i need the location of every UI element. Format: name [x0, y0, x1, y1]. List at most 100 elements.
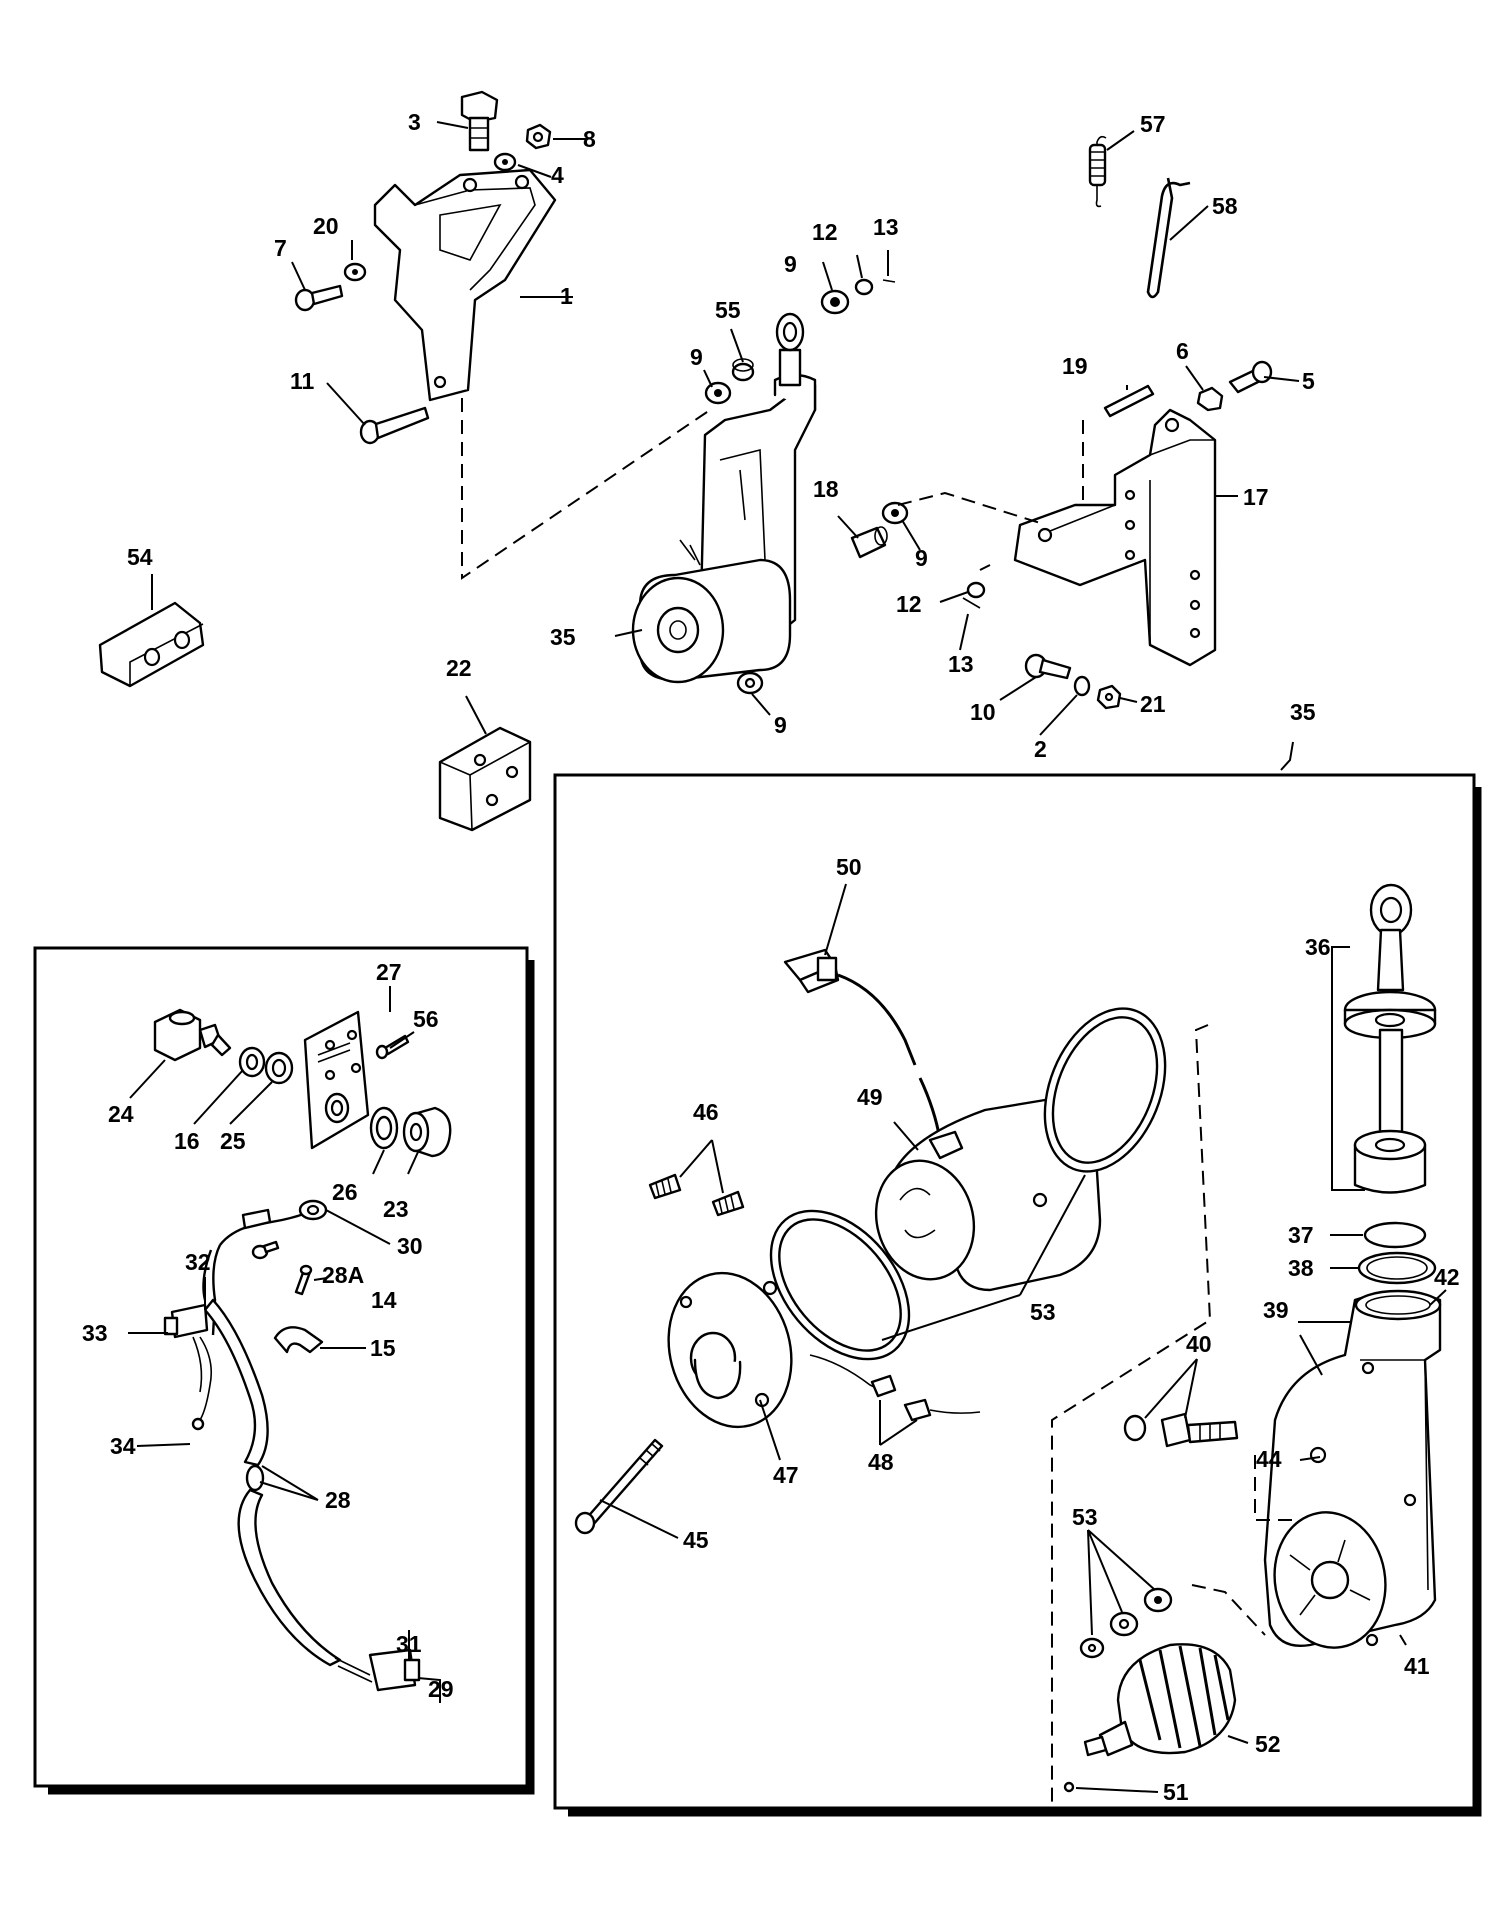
label-26: 26 [332, 1179, 358, 1205]
part-45-through-bolt[interactable] [574, 1438, 664, 1535]
part-9-washer-bottom[interactable] [736, 671, 764, 695]
label-41: 41 [1404, 1653, 1430, 1679]
label-7: 7 [274, 235, 287, 261]
part-9-washer-upper-right[interactable] [820, 289, 850, 315]
part-27-switch-plate[interactable] [303, 1010, 370, 1150]
part-50-connector[interactable] [783, 948, 840, 994]
part-28a-screw[interactable] [251, 1240, 280, 1260]
part-23-boot[interactable] [402, 1106, 452, 1158]
part-9-washer-top[interactable] [704, 381, 732, 405]
label-34: 34 [110, 1433, 136, 1459]
part-25-washer[interactable] [264, 1051, 294, 1085]
part-1-mounting-bracket[interactable] [373, 168, 557, 402]
part-11-pin[interactable] [359, 406, 430, 445]
part-12-clip[interactable] [854, 278, 874, 296]
label-27: 27 [376, 959, 402, 985]
label-19: 19 [1062, 353, 1088, 379]
label-45: 45 [683, 1527, 709, 1553]
part-24-toggle-switch[interactable] [153, 1008, 232, 1062]
label-36: 36 [1305, 934, 1331, 960]
label-9: 9 [774, 712, 787, 738]
part-20-lockwasher[interactable] [343, 262, 367, 282]
part-2-lockwasher[interactable] [1073, 675, 1091, 697]
label-52: 52 [1255, 1731, 1281, 1757]
part-4-washer[interactable] [493, 152, 517, 172]
part-54-pad[interactable] [98, 601, 205, 688]
part-53-o-ring-upper[interactable] [1022, 991, 1188, 1190]
label-21: 21 [1140, 691, 1166, 717]
part-37-o-ring[interactable] [1363, 1221, 1427, 1249]
label-13: 13 [873, 214, 899, 240]
part-labels: 3 8 4 20 7 1 11 55 9 9 12 13 57 58 19 6 … [82, 109, 1460, 1805]
part-14-screw[interactable] [294, 1264, 313, 1296]
part-58-wire-link[interactable] [1146, 177, 1191, 299]
part-56-screw[interactable] [375, 1034, 410, 1060]
part-12-clip-lower[interactable] [966, 581, 986, 599]
label-51: 51 [1163, 1779, 1189, 1805]
part-57-spring[interactable] [1088, 135, 1107, 208]
dashed-line-armature-to-housing [1191, 1584, 1266, 1636]
part-6-nut[interactable] [1196, 386, 1224, 412]
label-24: 24 [108, 1101, 134, 1127]
label-56: 56 [413, 1006, 439, 1032]
part-15-clamp[interactable] [273, 1326, 324, 1354]
label-28A: 28A [322, 1262, 364, 1288]
part-13-cotter-pin[interactable] [882, 279, 896, 283]
part-10-bolt[interactable] [1024, 653, 1072, 680]
part-21-nut[interactable] [1096, 684, 1122, 710]
part-39-gear-housing[interactable] [1263, 1289, 1442, 1657]
label-38: 38 [1288, 1255, 1314, 1281]
label-47: 47 [773, 1462, 799, 1488]
label-9: 9 [915, 545, 928, 571]
label-55: 55 [715, 297, 741, 323]
switch-harness-box [33, 946, 529, 1788]
part-53-o-ring-lower[interactable] [743, 1185, 937, 1386]
part-18-spacer[interactable] [850, 526, 888, 559]
label-10: 10 [970, 699, 996, 725]
label-35: 35 [550, 624, 576, 650]
label-35: 35 [1290, 699, 1316, 725]
label-6: 6 [1176, 338, 1189, 364]
part-38-seal-ring[interactable] [1357, 1251, 1437, 1285]
part-48-brushes[interactable] [809, 1354, 981, 1422]
part-53-washers[interactable] [1079, 1587, 1173, 1659]
label-30: 30 [397, 1233, 423, 1259]
part-51-ball[interactable] [1063, 1781, 1075, 1793]
part-36-shaft-assembly[interactable] [1343, 883, 1437, 1194]
label-48: 48 [868, 1449, 894, 1475]
part-55-bushing[interactable] [731, 358, 755, 382]
label-23: 23 [383, 1196, 409, 1222]
part-13-cotter-pin-lower[interactable] [962, 597, 981, 609]
part-47-end-cap[interactable] [652, 1259, 808, 1441]
motor-exploded-box [553, 773, 1476, 1810]
part-17-transom-bracket[interactable] [1013, 408, 1217, 667]
part-22-plate[interactable] [438, 726, 532, 832]
part-28-wire-harness[interactable] [163, 1199, 421, 1692]
label-5: 5 [1302, 368, 1315, 394]
label-39: 39 [1263, 1297, 1289, 1323]
dashed-line-bracket-to-actuator [461, 398, 711, 580]
part-52-armature[interactable] [1083, 1643, 1237, 1757]
label-29: 29 [428, 1676, 454, 1702]
label-1: 1 [560, 283, 573, 309]
label-31: 31 [396, 1631, 422, 1657]
label-12: 12 [812, 219, 838, 245]
part-46-brush-springs[interactable] [648, 1173, 745, 1217]
part-8-nut[interactable] [525, 123, 552, 150]
label-49: 49 [857, 1084, 883, 1110]
dashed-line-shaft-to-housing [1254, 1455, 1300, 1521]
part-3-bolt[interactable] [460, 90, 499, 152]
part-35-actuator-assembly[interactable] [631, 312, 817, 684]
part-16-nut[interactable] [238, 1046, 266, 1078]
label-54: 54 [127, 544, 153, 570]
part-40-switch-assembly[interactable] [1123, 1412, 1239, 1448]
label-28: 28 [325, 1487, 351, 1513]
label-53: 53 [1072, 1504, 1098, 1530]
label-17: 17 [1243, 484, 1269, 510]
part-19-pin[interactable] [1103, 384, 1155, 418]
part-7-screw[interactable] [294, 284, 344, 312]
label-9: 9 [784, 251, 797, 277]
part-26-knob[interactable] [369, 1106, 399, 1150]
part-9-washer-mid[interactable] [881, 501, 909, 525]
